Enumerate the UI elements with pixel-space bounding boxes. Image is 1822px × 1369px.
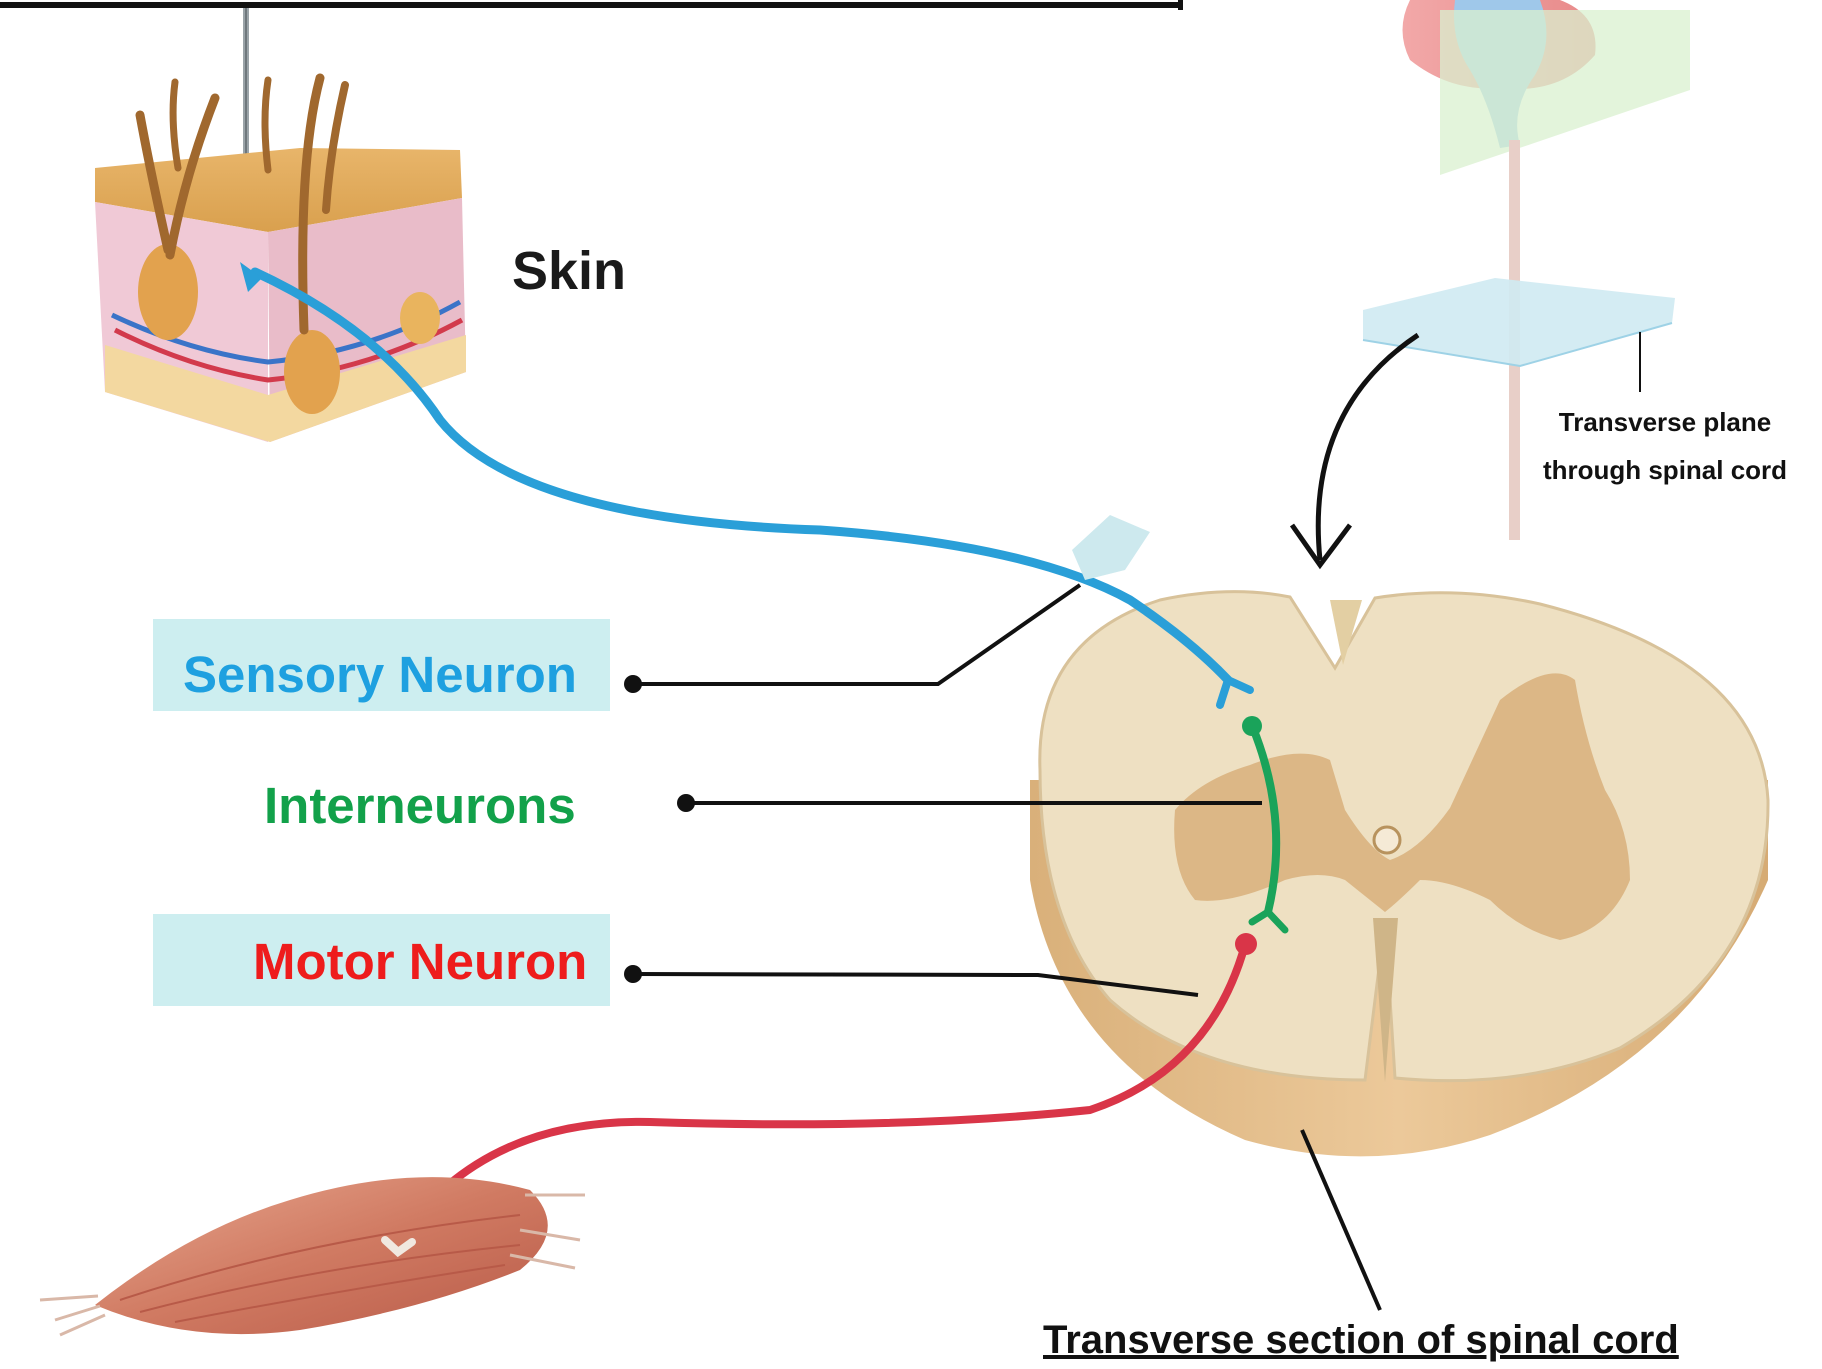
section-leader-line [1302,1130,1380,1310]
section-arrow [1318,335,1418,560]
transverse-plane-label: Transverse plane through spinal cord [1520,398,1810,494]
spinal-cord-section [1030,592,1768,1157]
muscle [40,1177,585,1335]
motor-neuron-label: Motor Neuron [253,932,587,991]
skin-label: Skin [512,240,626,302]
top-frame-line [0,2,1180,8]
top-frame-corner [1178,0,1183,10]
interneuron-leader-dot [677,794,695,812]
dorsal-root-ganglion [1072,515,1150,580]
sensory-neuron-label: Sensory Neuron [183,645,577,704]
motor-neuron-soma [1235,933,1257,955]
sensory-leader-line [632,585,1080,684]
interneuron-soma [1242,716,1262,736]
interneurons-label: Interneurons [264,776,576,835]
transverse-section-label: Transverse section of spinal cord [1043,1318,1679,1363]
sensory-leader-dot [624,675,642,693]
motor-leader-dot [624,965,642,983]
